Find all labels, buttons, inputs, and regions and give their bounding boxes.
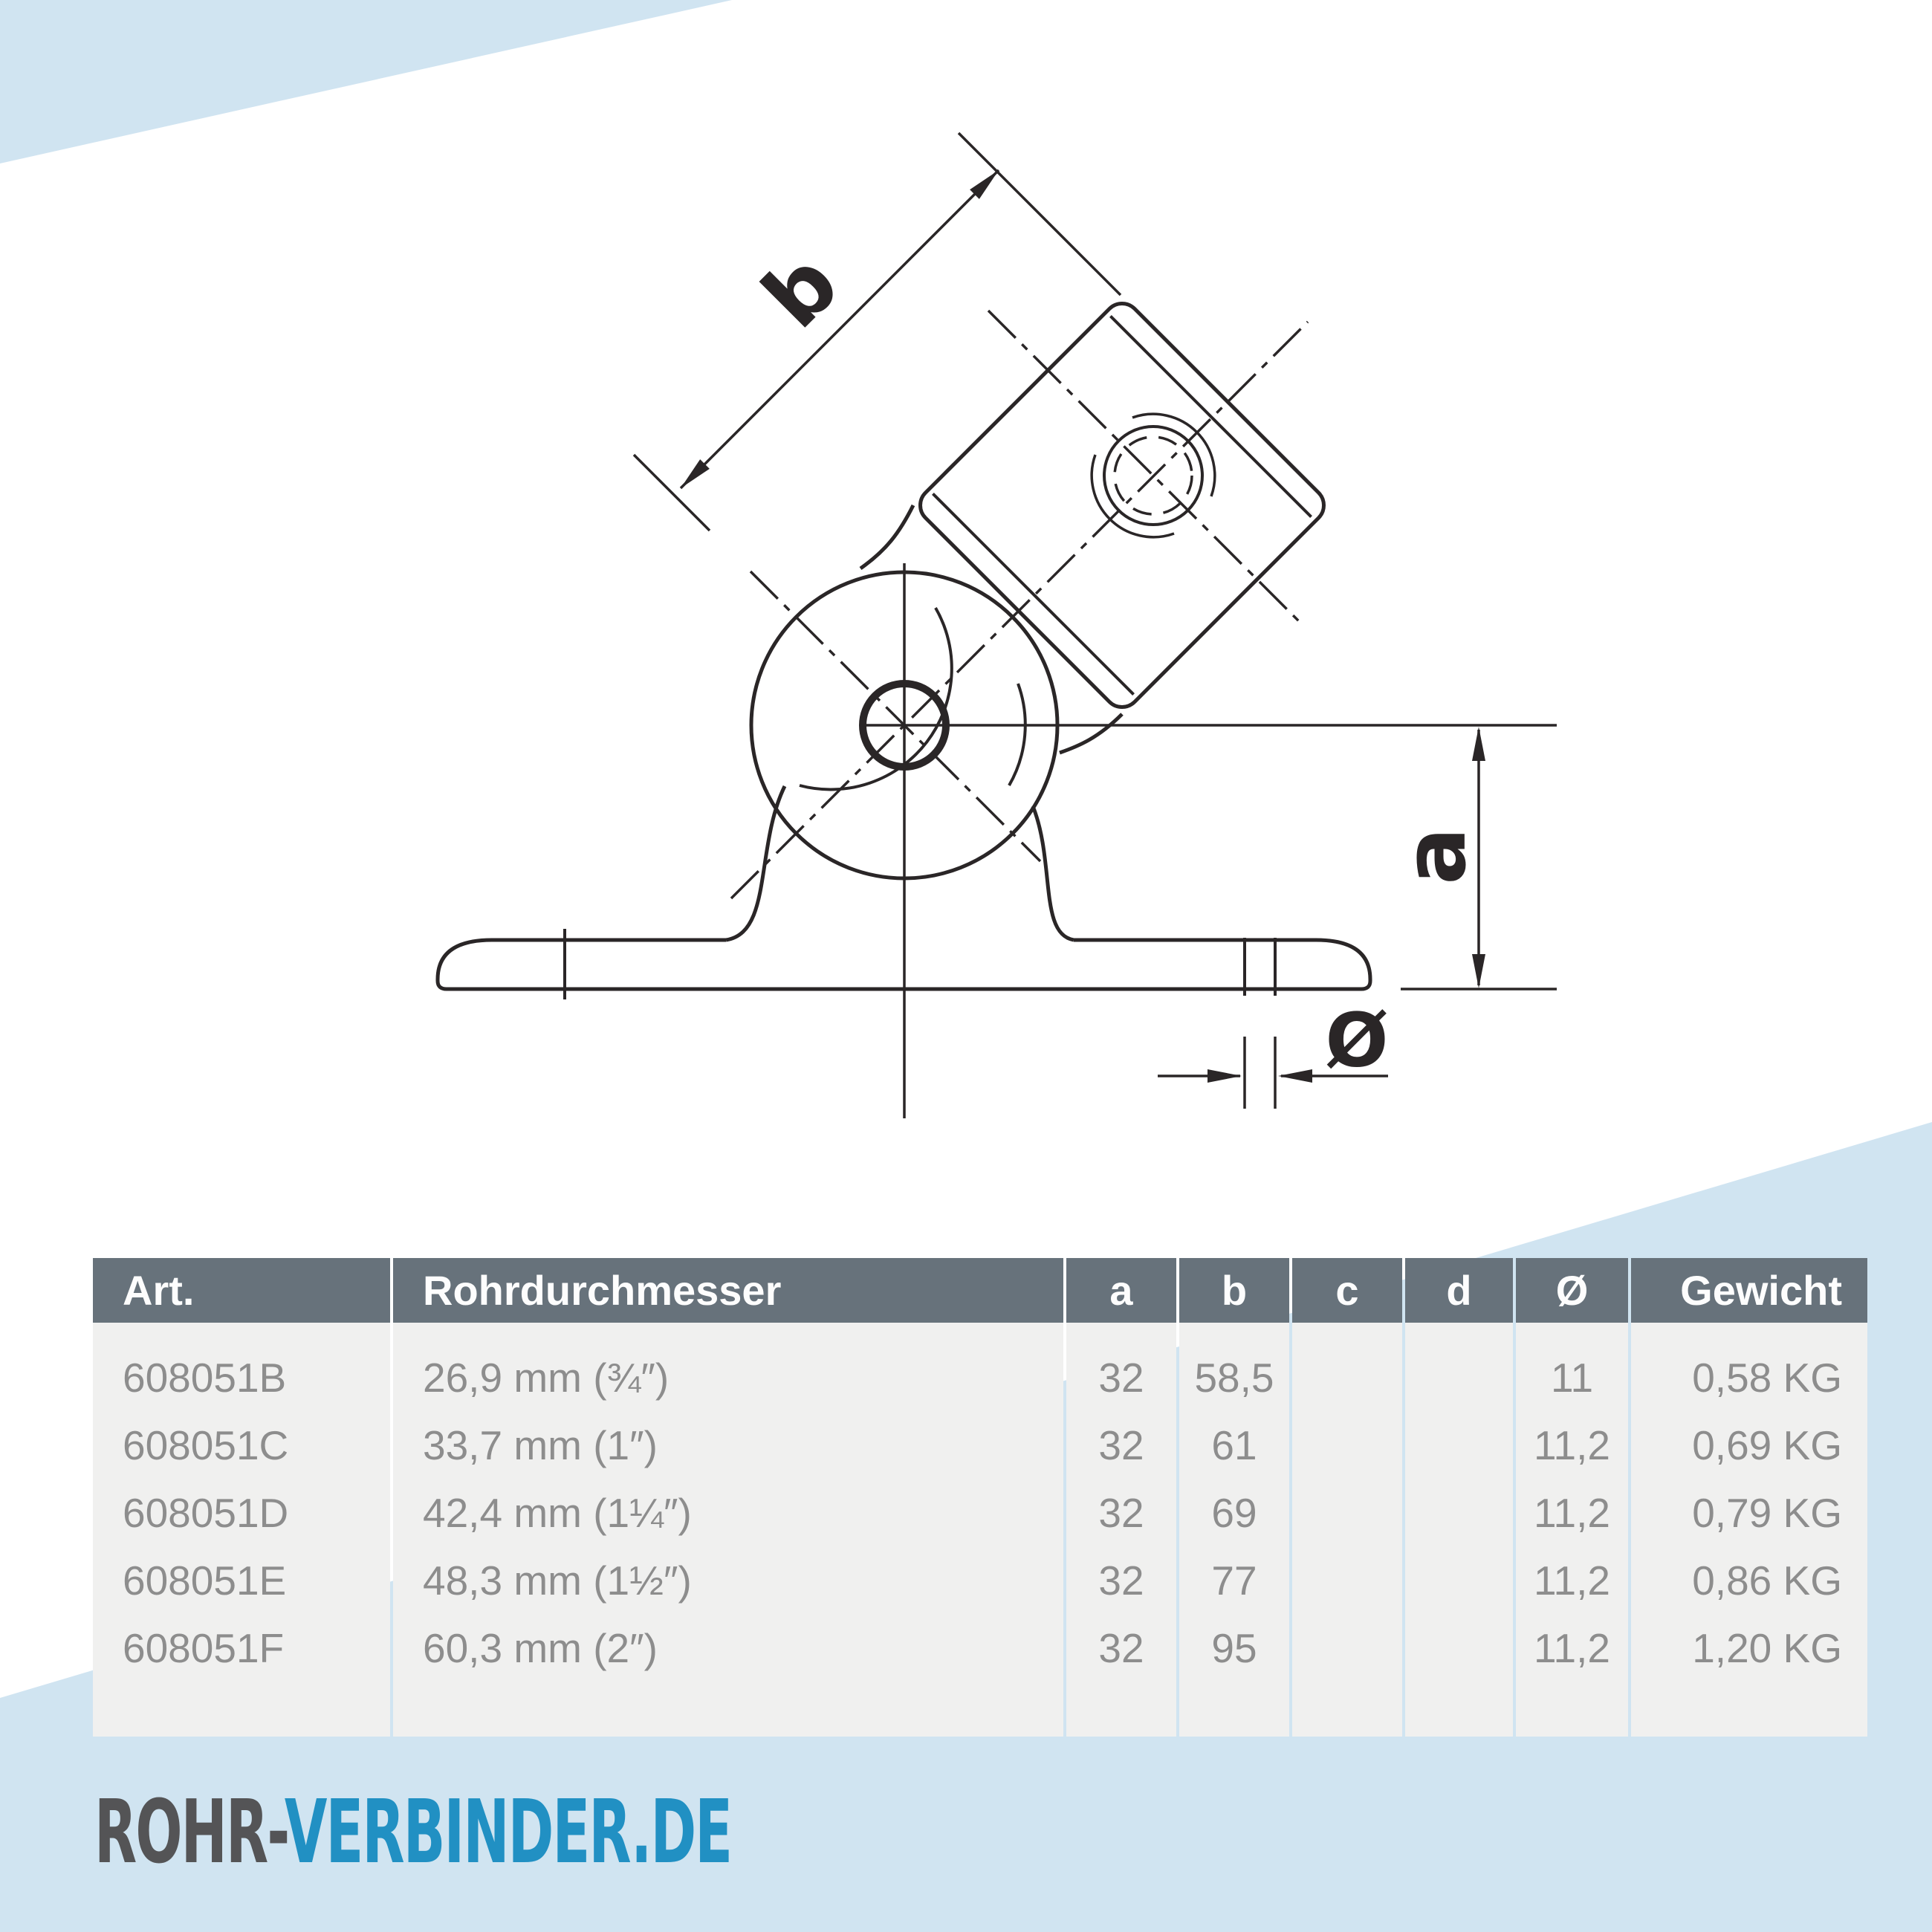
spec-table: Art. Rohrdurchmesser a b c d Ø Gewicht 6…: [93, 1258, 1867, 1737]
header-c: c: [1292, 1258, 1402, 1323]
header-rohrdurchmesser: Rohrdurchmesser: [393, 1258, 1063, 1323]
cell-dia: 11,2: [1534, 1624, 1610, 1671]
dim-dia-arrow-left: [1208, 1069, 1242, 1083]
cell-a: 32: [1098, 1557, 1144, 1604]
header-art: Art.: [93, 1258, 390, 1323]
dim-b-line: [679, 169, 1000, 490]
cell-a: 32: [1098, 1422, 1144, 1468]
cell-gewicht: 0,86 KG: [1692, 1557, 1842, 1604]
cell-c: [1292, 1479, 1402, 1546]
cell-d: [1405, 1343, 1513, 1411]
table-row: 608051F: [123, 1624, 285, 1671]
cell-a: 32: [1098, 1354, 1144, 1401]
column-stripe: [1516, 1323, 1628, 1737]
cell-c: [1292, 1614, 1402, 1682]
cell-b: 69: [1211, 1489, 1257, 1536]
socket: [918, 302, 1326, 709]
column-stripe: [1179, 1323, 1289, 1737]
table-row: 608051D: [123, 1489, 289, 1536]
header-d: d: [1405, 1258, 1513, 1323]
table-row: 608051E: [123, 1557, 287, 1604]
dim-b-label: b: [745, 234, 858, 348]
cell-dia: 11,2: [1534, 1489, 1610, 1536]
cell-rohr: 60,3 mm (2″): [423, 1624, 658, 1671]
neck-left-edge: [859, 504, 915, 571]
cell-c: [1292, 1343, 1402, 1411]
dim-a-arrow-top: [1472, 727, 1485, 761]
column-stripe: [1631, 1323, 1867, 1737]
cell-rohr: 33,7 mm (1″): [423, 1422, 658, 1468]
cell-b: 58,5: [1194, 1354, 1274, 1401]
cell-rohr: 48,3 mm (1½″): [423, 1557, 692, 1604]
spec-table-header-row: Art. Rohrdurchmesser a b c d Ø Gewicht: [93, 1258, 1867, 1323]
socket-hole-inner-dashed: [1113, 435, 1193, 516]
logo: ROHR-VERBINDER.DE: [94, 1787, 733, 1876]
cell-c: [1292, 1411, 1402, 1479]
cell-d: [1405, 1546, 1513, 1614]
column-stripe: [93, 1323, 390, 1737]
table-row: 608051B: [123, 1354, 287, 1401]
cell-d: [1405, 1411, 1513, 1479]
neck-right-edge: [1059, 713, 1124, 755]
column-stripe: [1292, 1323, 1402, 1737]
column-stripe: [1066, 1323, 1176, 1737]
cell-rohr: 26,9 mm (¾″): [423, 1354, 670, 1401]
socket-hole: [1103, 425, 1204, 526]
logo-part-blue: VERBINDER.DE: [284, 1780, 733, 1883]
cell-gewicht: 0,58 KG: [1692, 1354, 1842, 1401]
dim-b-arrow-top: [970, 170, 999, 199]
cell-c: [1292, 1546, 1402, 1614]
cell-dia: 11,2: [1534, 1557, 1610, 1604]
dim-b-arrow-bottom: [681, 459, 710, 488]
cell-gewicht: 1,20 KG: [1692, 1624, 1842, 1671]
cell-d: [1405, 1614, 1513, 1682]
centerline-socket-cross: [987, 309, 1300, 623]
cell-rohr: 42,4 mm (1¼″): [423, 1489, 692, 1536]
centerline-perpendicular: [749, 570, 1042, 863]
header-b: b: [1179, 1258, 1289, 1323]
cell-d: [1405, 1479, 1513, 1546]
dim-a-label: a: [1386, 827, 1485, 885]
cell-b: 95: [1211, 1624, 1257, 1671]
dim-b-witness-bottom: [632, 453, 711, 532]
cell-gewicht: 0,79 KG: [1692, 1489, 1842, 1536]
dim-dia-label: Ø: [1325, 997, 1388, 1084]
header-a: a: [1066, 1258, 1176, 1323]
spec-table-body: 608051B 26,9 mm (¾″) 32 58,5 11 0,58 KG …: [93, 1323, 1867, 1737]
column-stripe: [393, 1323, 1063, 1737]
header-diameter: Ø: [1516, 1258, 1628, 1323]
cell-dia: 11,2: [1534, 1422, 1610, 1468]
dim-a-arrow-bottom: [1472, 954, 1485, 988]
web-left-edge: [725, 785, 787, 942]
web-right-edge: [1031, 805, 1074, 942]
cell-dia: 11: [1550, 1354, 1594, 1401]
cell-a: 32: [1098, 1489, 1144, 1536]
logo-part-gray: ROHR-: [94, 1780, 286, 1883]
cell-b: 77: [1211, 1557, 1257, 1604]
centerline-45-socket-axis: [730, 320, 1309, 900]
cell-b: 61: [1211, 1422, 1257, 1468]
dim-b-witness-top: [957, 132, 1122, 296]
hub-inner-arc-right: [1008, 683, 1027, 786]
table-row: 608051C: [123, 1422, 289, 1468]
cell-a: 32: [1098, 1624, 1144, 1671]
header-gewicht: Gewicht: [1631, 1258, 1867, 1323]
cell-gewicht: 0,69 KG: [1692, 1422, 1842, 1468]
column-stripe: [1405, 1323, 1513, 1737]
